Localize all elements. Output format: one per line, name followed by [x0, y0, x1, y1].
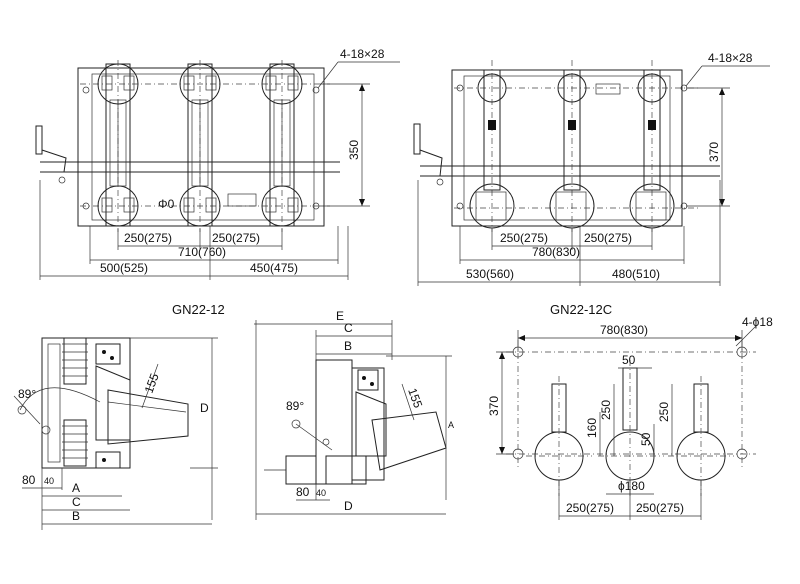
dim-d-left: D: [200, 401, 209, 415]
pole-c3: [629, 69, 675, 229]
height-370: 370: [707, 142, 721, 162]
plan-dim-50-mid: 50: [639, 432, 653, 446]
plan-dim-250-v2: 250: [657, 402, 671, 422]
insulator-upper: [62, 337, 88, 385]
plan-width-780: 780(830): [600, 323, 648, 337]
front-view-gn22-12c: 4-18×28 370 250(275) 250(275) 780(830) 5…: [413, 51, 770, 286]
terminal-1: [526, 376, 592, 496]
side-view-left: 89° 155 D 80 40 A C B: [13, 337, 218, 530]
dim-c-left: C: [72, 495, 81, 509]
pole-1: [97, 63, 139, 227]
plan-dim-250-v: 250: [599, 400, 613, 420]
dim-c-mid: C: [344, 321, 353, 335]
pole-c2: [549, 69, 595, 229]
pitch-a-left: 250(275): [124, 231, 172, 245]
left-530: 530(560): [466, 267, 514, 281]
pole-2: [179, 63, 221, 227]
plan-view: 780(830) 4-ϕ18 370: [487, 315, 773, 520]
plan-dim-50-top: 50: [622, 353, 636, 367]
phi-mark: Φ0: [158, 197, 175, 211]
right-450: 450(475): [250, 261, 298, 275]
model-title-right: GN22-12C: [550, 302, 612, 317]
side-view-mid: E C B 89° 155 A 80 40 D: [254, 309, 454, 520]
hole-callout-right: 4-18×28: [708, 51, 753, 65]
model-title-left: GN22-12: [172, 302, 225, 317]
pole-3: [261, 63, 303, 227]
left-500: 500(525): [100, 261, 148, 275]
terminal-3: [668, 376, 734, 496]
angle-89-mid: 89°: [286, 399, 304, 413]
plan-holes-callout: 4-ϕ18: [742, 315, 773, 329]
dim-d-mid: D: [344, 499, 353, 513]
dim-a-left: A: [72, 481, 80, 495]
dim-b-left: B: [72, 509, 80, 523]
insulator-lower: [62, 419, 88, 467]
dim-80-mid: 80: [296, 485, 310, 499]
dim-40-left: 40: [44, 476, 54, 486]
radius-155-left: 155: [142, 371, 162, 395]
dim-e-mid: E: [336, 309, 344, 323]
dim-a-mid: A: [448, 420, 454, 430]
right-480: 480(510): [612, 267, 660, 281]
angle-89-left: 89°: [18, 387, 36, 401]
dim-40-mid: 40: [316, 488, 326, 498]
front-view-gn22-12: 4-18×28 350 Φ0 250(275) 250(275) 710(760…: [35, 47, 400, 280]
radius-155-mid: 155: [405, 386, 425, 410]
pitch-b-left: 250(275): [212, 231, 260, 245]
dim-80-left: 80: [22, 473, 36, 487]
height-350: 350: [347, 140, 361, 160]
plan-pitch-b: 250(275): [636, 501, 684, 515]
plan-pitch-a: 250(275): [566, 501, 614, 515]
width-710: 710(760): [178, 245, 226, 259]
width-780: 780(830): [532, 245, 580, 259]
plan-height-370: 370: [487, 396, 501, 416]
plan-dim-160: 160: [585, 418, 599, 438]
pitch-b-right: 250(275): [584, 231, 632, 245]
pitch-a-right: 250(275): [500, 231, 548, 245]
plan-dim-180: ϕ180: [618, 479, 645, 493]
hole-callout-left: 4-18×28: [340, 47, 385, 61]
dim-b-mid: B: [344, 339, 352, 353]
